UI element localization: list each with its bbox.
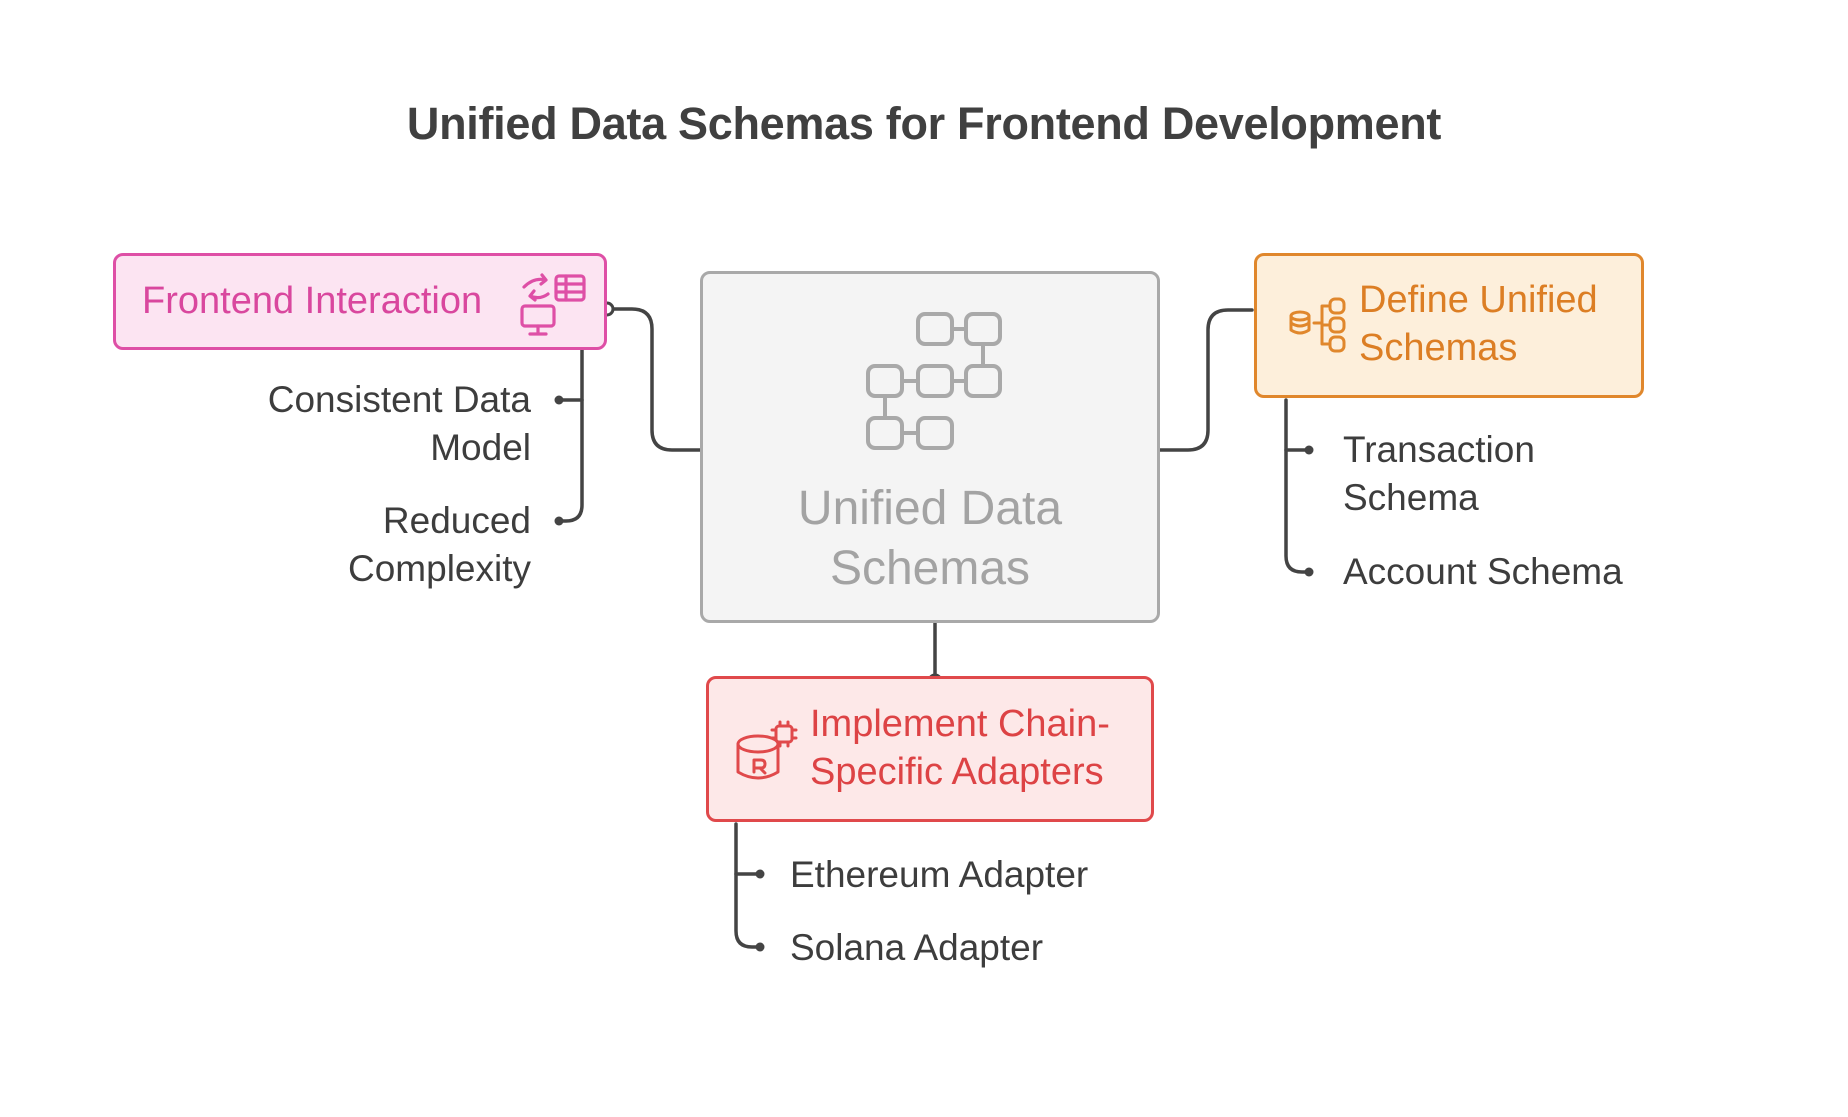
central-label-line2: Schemas [829, 542, 1031, 595]
frontend-item-consistent-data-model: Consistent Data Model [267, 379, 531, 468]
node-define-unified-schemas [1254, 253, 1644, 398]
implement-label-line2: Specific Adapters [810, 751, 1104, 793]
database-schema-icon [1289, 297, 1346, 353]
frontend-item-reduced-complexity: Reduced Complexity [348, 500, 531, 589]
database-chip-icon [736, 720, 798, 780]
monitor-table-sync-icon [520, 273, 586, 336]
define-item-account-schema: Account Schema [1343, 551, 1623, 592]
node-frontend-interaction [113, 253, 607, 350]
define-item-transaction-schema: Transaction Schema [1343, 429, 1535, 518]
define-unified-schemas-label: Define Unified Schemas [1359, 276, 1598, 372]
node-implement-chain-specific-adapters [706, 676, 1154, 822]
define-label-line1: Define Unified [1359, 279, 1598, 321]
central-node-label: Unified Data Schemas [700, 479, 1160, 599]
define-label-line2: Schemas [1359, 327, 1518, 369]
implement-label-line1: Implement Chain- [810, 703, 1110, 745]
central-label-line1: Unified Data [797, 482, 1063, 535]
frontend-interaction-label: Frontend Interaction [142, 280, 483, 322]
implement-item-ethereum-adapter: Ethereum Adapter [790, 854, 1089, 895]
implement-item-solana-adapter: Solana Adapter [790, 927, 1044, 968]
diagram-title: Unified Data Schemas for Frontend Develo… [406, 98, 1442, 149]
implement-adapters-label: Implement Chain- Specific Adapters [810, 700, 1110, 796]
flowchart-blocks-icon [866, 312, 1002, 450]
